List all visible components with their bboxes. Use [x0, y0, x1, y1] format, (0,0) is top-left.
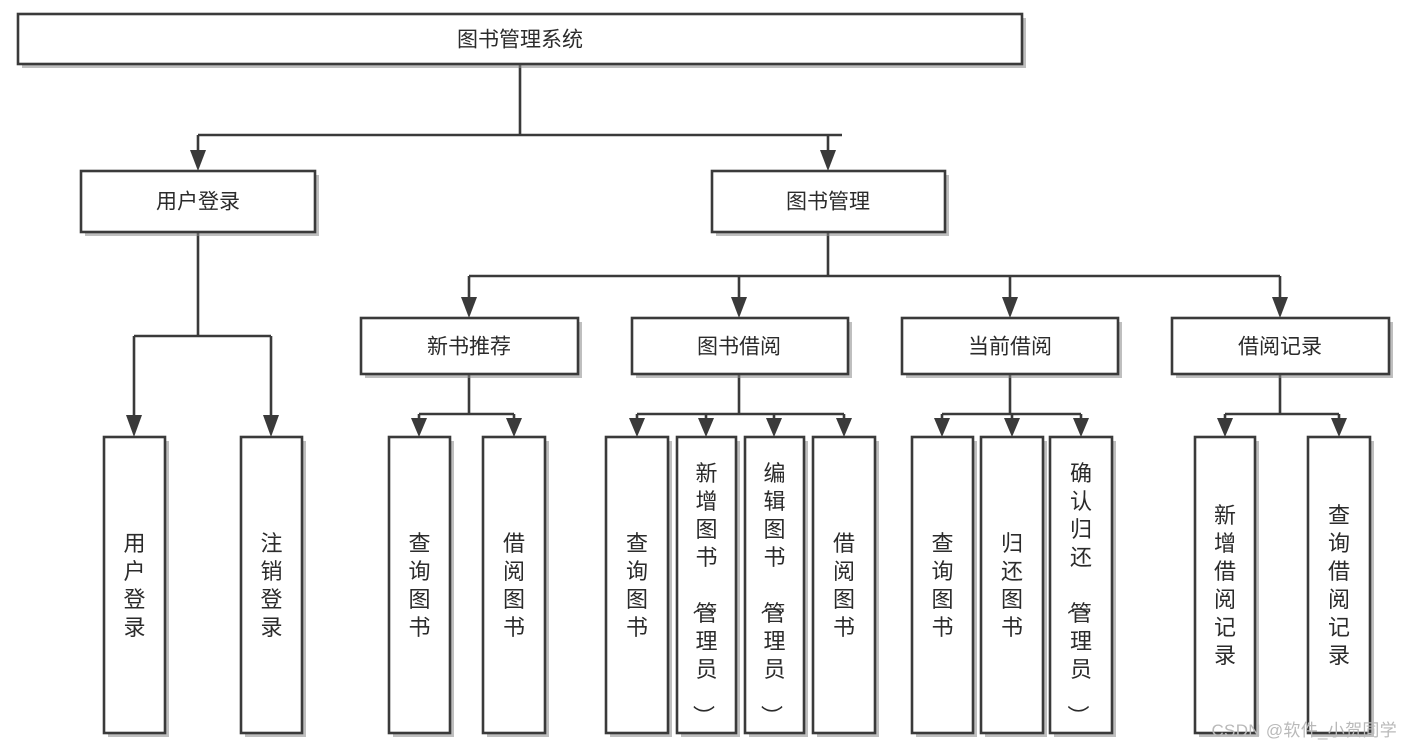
node-label-borrow-record: 借阅记录 — [1238, 336, 1322, 359]
leaf-node-label: 借阅图书 — [503, 531, 525, 640]
arrow-head-icon — [629, 418, 645, 437]
arrow-head-icon — [1331, 418, 1347, 437]
leaf-node-label: 查询图书 — [626, 531, 648, 640]
leaf-node[interactable]: 新增图书（管理员） — [675, 435, 740, 737]
leaf-node-label: 新增图书（管理员） — [690, 461, 717, 727]
arrow-head-icon — [506, 418, 522, 437]
connector-current-borrow-to-leaves — [934, 374, 1089, 437]
leaf-node[interactable]: 确认归还（管理员） — [1048, 435, 1116, 737]
connector-user-login-to-leaves — [126, 232, 279, 437]
node-user-login[interactable]: 用户登录 — [79, 169, 319, 236]
node-book-borrow[interactable]: 图书借阅 — [630, 316, 852, 378]
leaf-node[interactable]: 注销登录 — [239, 435, 306, 737]
leaf-node[interactable]: 查询图书 — [604, 435, 672, 737]
leaf-node-label: 用户登录 — [123, 531, 145, 640]
node-new-book-recommend[interactable]: 新书推荐 — [359, 316, 582, 378]
leaf-node[interactable]: 用户登录 — [102, 435, 169, 737]
leaf-node[interactable]: 编辑图书（管理员） — [743, 435, 808, 737]
leaf-node[interactable]: 查询图书 — [910, 435, 977, 737]
leaf-node-label: 查询图书 — [931, 531, 953, 640]
connector-book-management-to-level3 — [461, 232, 1288, 318]
node-root-book-management-system[interactable]: 图书管理系统 — [16, 12, 1026, 68]
arrow-head-icon — [263, 415, 279, 437]
connector-borrow-record-to-leaves — [1217, 374, 1347, 437]
arrow-head-icon — [1004, 418, 1020, 437]
arrow-head-icon — [1217, 418, 1233, 437]
arrow-head-icon — [731, 297, 747, 318]
leaf-node-label: 编辑图书（管理员） — [758, 461, 785, 727]
arrow-head-icon — [461, 297, 477, 318]
leaf-node-label: 注销登录 — [260, 531, 282, 640]
node-label-current-borrow: 当前借阅 — [968, 336, 1052, 359]
leaf-node[interactable]: 查询借阅记录 — [1306, 435, 1374, 737]
connector-book-borrow-to-leaves — [629, 374, 852, 437]
leaf-node[interactable]: 借阅图书 — [481, 435, 549, 737]
arrow-head-icon — [820, 150, 836, 171]
leaf-node[interactable]: 查询图书 — [387, 435, 454, 737]
arrow-head-icon — [190, 150, 206, 171]
watermark-label: CSDN @软件_小贺同学 — [1211, 721, 1397, 740]
leaf-node-label: 确认归还（管理员） — [1065, 461, 1092, 727]
arrow-head-icon — [698, 418, 714, 437]
leaf-node-label: 查询图书 — [408, 531, 430, 640]
node-borrow-record[interactable]: 借阅记录 — [1170, 316, 1393, 378]
node-book-management[interactable]: 图书管理 — [710, 169, 949, 236]
connector-root-to-level2 — [190, 64, 842, 171]
connector-new-book-recommend-to-leaves — [411, 374, 522, 437]
node-label-user-login: 用户登录 — [156, 191, 240, 214]
arrow-head-icon — [126, 415, 142, 437]
leaf-node-label: 归还图书 — [1001, 531, 1023, 640]
leaf-nodes-layer: 用户登录 注销登录 查询图书 借阅图书 查询图书 新增图书（管理员） 编辑图书（管理员） 借阅… — [102, 435, 1374, 737]
node-current-borrow[interactable]: 当前借阅 — [900, 316, 1122, 378]
arrow-head-icon — [836, 418, 852, 437]
node-label-book-borrow: 图书借阅 — [697, 336, 781, 359]
leaf-node-label: 新增借阅记录 — [1214, 503, 1236, 668]
connectors-layer — [126, 64, 1347, 437]
arrow-head-icon — [411, 418, 427, 437]
leaf-node[interactable]: 归还图书 — [979, 435, 1047, 737]
node-label-new-book-recommend: 新书推荐 — [427, 336, 511, 359]
leaf-node[interactable]: 新增借阅记录 — [1193, 435, 1259, 737]
node-label-book-management: 图书管理 — [786, 191, 870, 214]
arrow-head-icon — [1272, 297, 1288, 318]
arrow-head-icon — [1002, 297, 1018, 318]
arrow-head-icon — [766, 418, 782, 437]
node-label-root: 图书管理系统 — [457, 29, 583, 52]
leaf-node[interactable]: 借阅图书 — [811, 435, 879, 737]
arrow-head-icon — [1073, 418, 1089, 437]
leaf-node-label: 借阅图书 — [833, 531, 855, 640]
leaf-node-label: 查询借阅记录 — [1328, 503, 1350, 668]
arrow-head-icon — [934, 418, 950, 437]
